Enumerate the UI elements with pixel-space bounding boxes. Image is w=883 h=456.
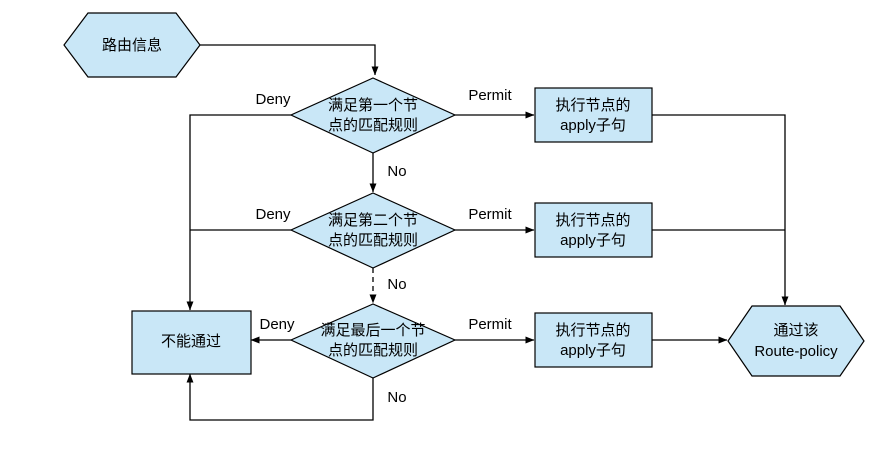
apply1-label-line1: 执行节点的 [555, 97, 630, 114]
decision3-label-line1: 满足最后一个节 [320, 322, 425, 339]
apply1-rect-shape [534, 87, 653, 143]
decision2-label-line2: 点的匹配规则 [328, 232, 418, 249]
edge-label-permit3: Permit [468, 316, 512, 333]
edge-start-to-decision1 [200, 44, 379, 76]
decision3-label-line2: 点的匹配规则 [328, 342, 418, 359]
edge-label-deny2: Deny [255, 206, 291, 223]
apply2-rect-shape [534, 202, 653, 258]
edge-label-permit2: Permit [468, 206, 512, 223]
apply3-label-line2: apply子句 [560, 342, 626, 359]
node-apply1: 执行节点的 apply子句 [534, 87, 653, 143]
apply2-label-line1: 执行节点的 [555, 212, 630, 229]
edge-label-permit1: Permit [468, 87, 512, 104]
reject-label: 不能通过 [161, 333, 221, 350]
accept-label-line2: Route-policy [754, 343, 838, 360]
node-accept: 通过该 Route-policy [727, 305, 865, 377]
node-decision1: 满足第一个节 点的匹配规则 [289, 77, 457, 154]
apply3-label-line1: 执行节点的 [555, 322, 630, 339]
decision1-label-line2: 点的匹配规则 [328, 117, 418, 134]
edge-label-deny1: Deny [255, 91, 291, 108]
node-decision3: 满足最后一个节 点的匹配规则 [289, 303, 457, 379]
accept-hexagon-shape [727, 305, 865, 377]
edge-label-no3: No [387, 389, 406, 406]
node-decision2: 满足第二个节 点的匹配规则 [289, 192, 457, 269]
edge-apply1-to-accept [652, 114, 789, 306]
node-reject: 不能通过 [131, 310, 252, 375]
node-apply2: 执行节点的 apply子句 [534, 202, 653, 258]
apply2-label-line2: apply子句 [560, 232, 626, 249]
edge-label-deny3: Deny [259, 316, 295, 333]
start-label: 路由信息 [102, 37, 162, 54]
edge-decision3-no [186, 373, 374, 421]
reject-rect-shape [131, 310, 252, 375]
start-hexagon-shape [63, 12, 201, 78]
accept-label-line1: 通过该 [773, 322, 818, 339]
decision2-diamond-shape [289, 192, 457, 269]
apply1-label-line2: apply子句 [560, 117, 626, 134]
decision1-diamond-shape [289, 77, 457, 154]
edge-label-no1: No [387, 163, 406, 180]
edge-decision1-deny [186, 114, 291, 311]
decision3-diamond-shape [289, 303, 457, 379]
node-start: 路由信息 [63, 12, 201, 78]
edge-label-no2: No [387, 276, 406, 293]
decision2-label-line1: 满足第二个节 [328, 211, 418, 229]
apply3-rect-shape [534, 312, 653, 368]
node-apply3: 执行节点的 apply子句 [534, 312, 653, 368]
decision1-label-line1: 满足第一个节 [328, 96, 418, 114]
